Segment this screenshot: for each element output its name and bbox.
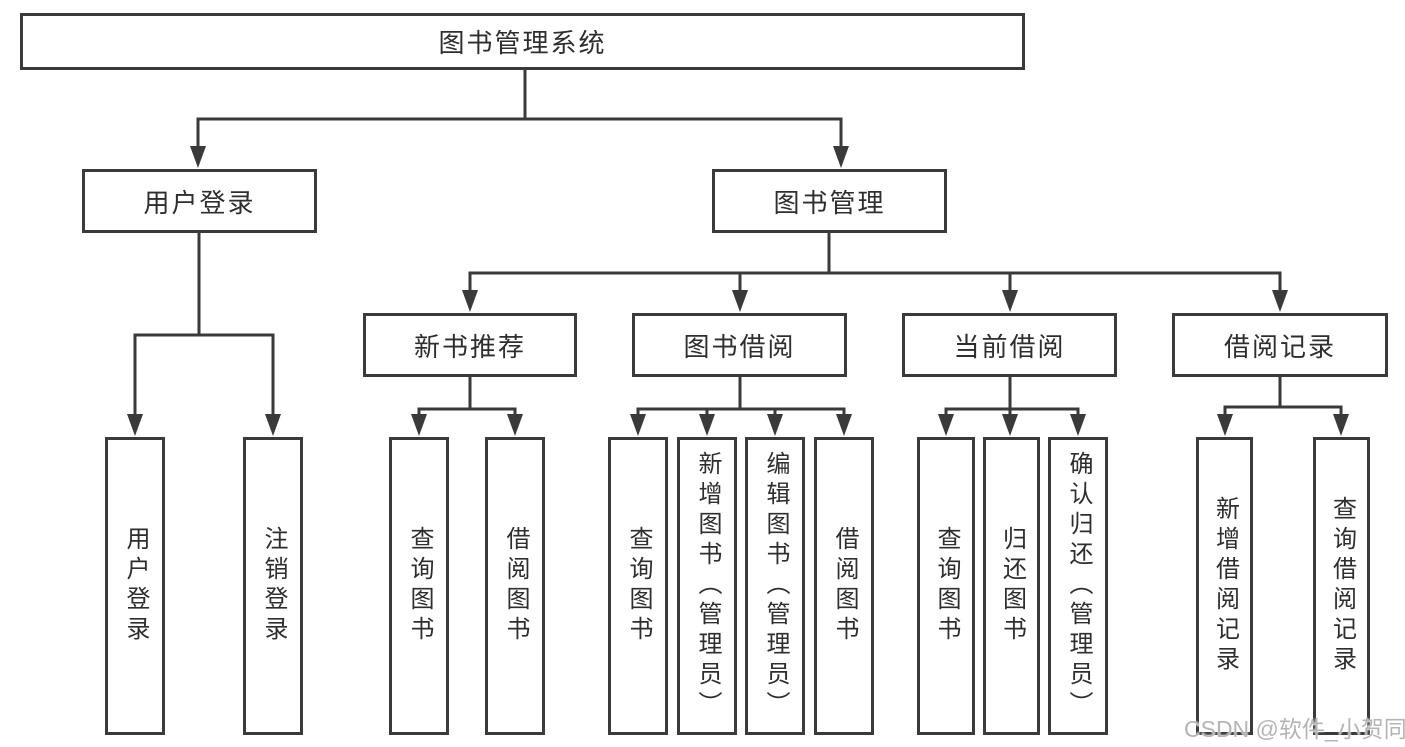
arrowhead-new-book <box>462 290 478 312</box>
connector-borrow-records-children <box>1223 377 1343 417</box>
arrowhead-user-login <box>190 146 206 168</box>
leaf-bb-edit-books-admin: 编辑图书（管理员） <box>745 437 805 735</box>
leaf-nb-borrow-books: 借阅图书 <box>485 437 545 735</box>
node-new-book-recommend-label: 新书推荐 <box>413 331 526 362</box>
node-book-borrow: 图书借阅 <box>632 313 847 377</box>
leaf-nb-query-books: 查询图书 <box>389 437 449 735</box>
leaf-user-login-label: 用户登录 <box>122 526 149 646</box>
csdn-watermark: CSDN @软件_小贺同学 <box>1184 716 1405 742</box>
arrowhead-br-add <box>1217 414 1233 436</box>
arrowhead-borrow-records <box>1272 290 1288 312</box>
leaf-bb-borrow-books-label: 借阅图书 <box>831 526 858 646</box>
node-user-login: 用户登录 <box>82 169 317 233</box>
arrowhead-br-query <box>1333 414 1349 436</box>
node-borrow-records-label: 借阅记录 <box>1223 331 1336 362</box>
arrowhead-bb-query <box>630 414 646 436</box>
leaf-bb-borrow-books: 借阅图书 <box>814 437 874 735</box>
leaf-bb-query-books: 查询图书 <box>608 437 668 735</box>
node-root-label: 图书管理系统 <box>438 28 607 58</box>
leaf-cb-query-books-label: 查询图书 <box>933 526 960 646</box>
connector-current-borrow-children <box>944 377 1080 417</box>
leaf-bb-add-books-admin: 新增图书（管理员） <box>677 437 737 735</box>
connector-new-book-children <box>417 377 517 417</box>
arrowhead-nb-borrow <box>507 414 523 436</box>
leaf-user-login: 用户登录 <box>105 437 165 735</box>
leaf-logout: 注销登录 <box>243 437 303 735</box>
leaf-cb-confirm-return-admin-label: 确认归还（管理员） <box>1065 451 1092 721</box>
leaf-bb-query-books-label: 查询图书 <box>625 526 652 646</box>
arrowhead-book-management <box>833 146 849 168</box>
arrowhead-cb-return <box>1002 414 1018 436</box>
arrowhead-book-borrow <box>732 290 748 312</box>
leaf-nb-borrow-books-label: 借阅图书 <box>502 526 529 646</box>
connector-root-to-level2 <box>196 70 843 149</box>
node-current-borrow-label: 当前借阅 <box>953 331 1066 362</box>
arrowhead-current-borrow <box>1002 290 1018 312</box>
arrowhead-leaf-logout <box>265 414 281 436</box>
node-new-book-recommend: 新书推荐 <box>363 313 577 377</box>
node-book-management-label: 图书管理 <box>773 187 886 218</box>
leaf-bb-add-books-admin-label: 新增图书（管理员） <box>694 451 721 721</box>
arrowhead-bb-add <box>699 414 715 436</box>
leaf-br-query-record: 查询借阅记录 <box>1313 437 1370 735</box>
node-book-borrow-label: 图书借阅 <box>683 331 796 362</box>
leaf-nb-query-books-label: 查询图书 <box>406 526 433 646</box>
node-user-login-label: 用户登录 <box>143 187 256 218</box>
leaf-logout-label: 注销登录 <box>260 526 287 646</box>
node-current-borrow: 当前借阅 <box>902 313 1117 377</box>
leaf-cb-confirm-return-admin: 确认归还（管理员） <box>1048 437 1108 735</box>
arrowhead-bb-edit <box>767 414 783 436</box>
node-root-system: 图书管理系统 <box>20 13 1025 70</box>
node-borrow-records: 借阅记录 <box>1172 313 1388 377</box>
leaf-bb-edit-books-admin-label: 编辑图书（管理员） <box>762 451 789 721</box>
arrowhead-bb-borrow <box>836 414 852 436</box>
leaf-br-add-record-label: 新增借阅记录 <box>1211 496 1239 676</box>
arrowhead-leaf-user-login <box>127 414 143 436</box>
leaf-cb-query-books: 查询图书 <box>917 437 975 735</box>
leaf-cb-return-books: 归还图书 <box>983 437 1040 735</box>
arrowhead-nb-query <box>411 414 427 436</box>
connector-user-login-children <box>133 233 275 416</box>
arrowhead-cb-confirm <box>1070 414 1086 436</box>
connector-book-borrow-children <box>636 377 846 417</box>
leaf-br-query-record-label: 查询借阅记录 <box>1328 496 1356 676</box>
leaf-br-add-record: 新增借阅记录 <box>1196 437 1253 735</box>
arrowhead-cb-query <box>938 414 954 436</box>
connector-book-management-children <box>468 233 1282 292</box>
leaf-cb-return-books-label: 归还图书 <box>998 526 1026 646</box>
node-book-management: 图书管理 <box>712 169 947 233</box>
